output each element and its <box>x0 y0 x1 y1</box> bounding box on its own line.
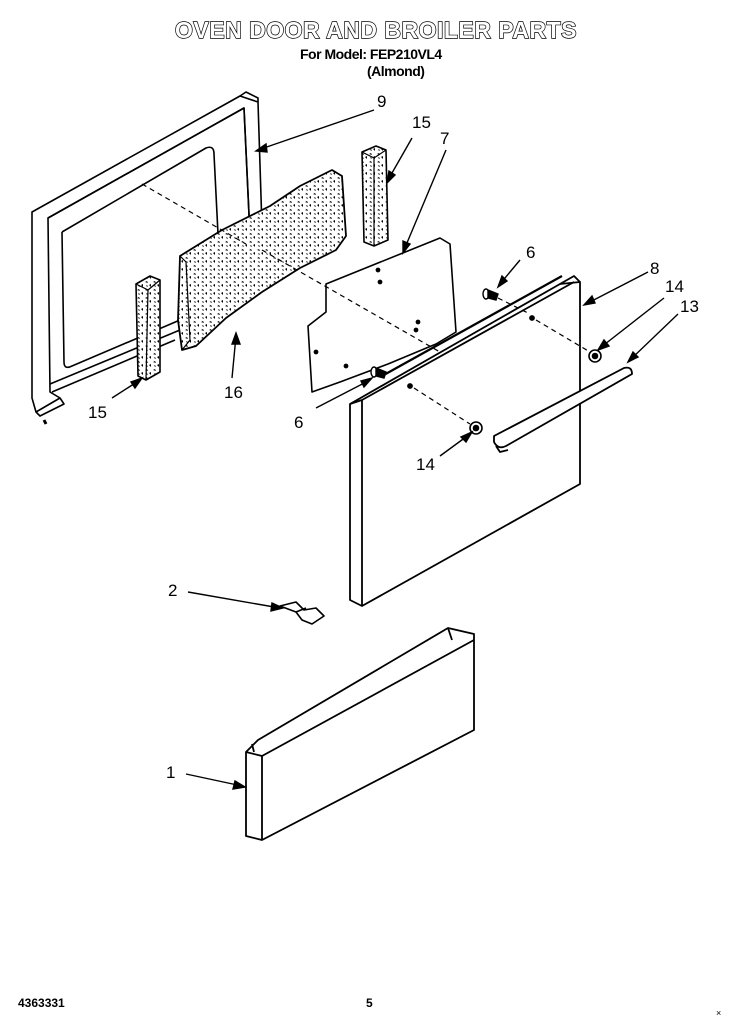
assembly-guides <box>141 183 591 425</box>
inner-door-panel <box>307 237 457 393</box>
door-insulation <box>177 169 347 351</box>
broiler-drawer-panel <box>245 627 475 841</box>
page-number: 5 <box>366 996 373 1010</box>
model-variant: (Almond) <box>367 63 425 79</box>
callout-15-upper: 15 <box>412 113 431 132</box>
insulation-strip-upper <box>361 145 389 247</box>
callout-2: 2 <box>168 581 177 600</box>
insulation-strip-lower <box>135 275 161 381</box>
corner-mark: × <box>716 1008 721 1018</box>
callout-14-lower: 14 <box>416 455 435 474</box>
page-title: OVEN DOOR AND BROILER PARTS <box>174 16 577 43</box>
handle-spacer-right <box>588 349 602 363</box>
callout-1: 1 <box>166 763 175 782</box>
callout-6-lower: 6 <box>294 413 303 432</box>
callout-7: 7 <box>440 129 449 148</box>
callout-6-upper: 6 <box>526 243 535 262</box>
document-number: 4363331 <box>18 996 65 1010</box>
callout-8: 8 <box>650 259 659 278</box>
callout-leaders <box>111 109 679 790</box>
model-line: For Model: FEP210VL4 <box>300 46 442 62</box>
screw-lower <box>370 366 387 379</box>
callout-13: 13 <box>680 297 699 316</box>
callout-16: 16 <box>224 383 243 402</box>
callout-14-upper: 14 <box>665 277 684 296</box>
callout-15-lower: 15 <box>88 403 107 422</box>
callout-9: 9 <box>377 92 386 111</box>
broiler-clip <box>279 601 325 625</box>
screw-upper <box>482 288 499 301</box>
door-handle <box>493 366 633 453</box>
